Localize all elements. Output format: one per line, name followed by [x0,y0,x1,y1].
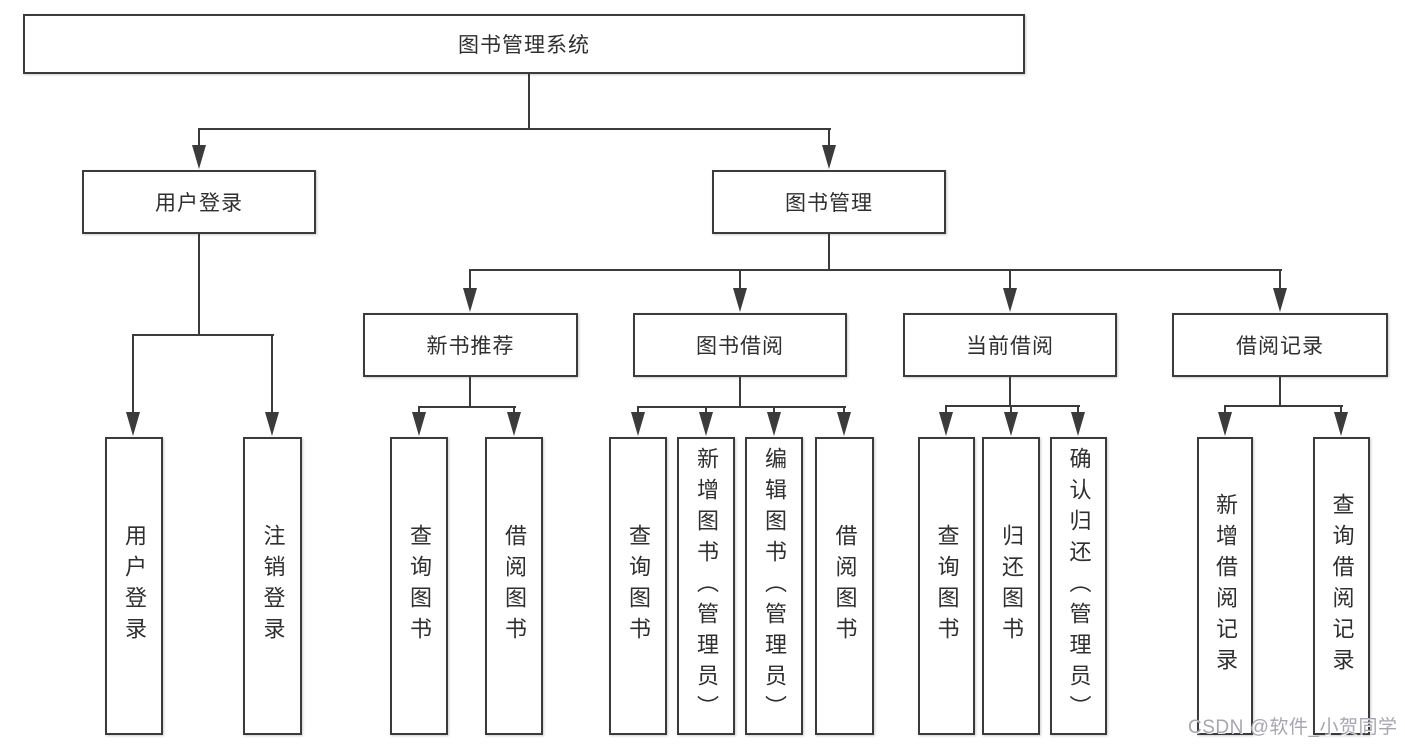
connector-line [132,334,274,336]
connector-line [1340,407,1342,413]
leaf-user-login: 用户登录 [105,437,163,735]
connector-line [843,408,845,414]
connector-line [945,405,1080,407]
connector-line [198,233,200,336]
arrowhead-down-icon [699,412,713,436]
connector-line [1077,407,1079,413]
leaf-borrow-books-recommend: 借阅图书 [485,437,543,735]
connector-line [705,408,707,414]
node-user-login: 用户登录 [82,170,316,234]
csdn-watermark: CSDN @软件_小贺同学 [1188,717,1398,738]
leaf-edit-book-admin: 编辑图书（管理员） [745,437,803,735]
connector-line [637,408,639,414]
arrowhead-down-icon [126,412,140,436]
leaf-query-books-current: 查询图书 [918,437,975,735]
connector-line [1010,407,1012,413]
connector-line [945,407,947,413]
connector-line [1224,405,1343,407]
connector-line [469,271,471,290]
leaf-query-books-recommend: 查询图书 [390,437,448,735]
connector-line [739,377,741,408]
node-library-management-system: 图书管理系统 [23,14,1025,74]
arrowhead-down-icon [1004,412,1018,436]
connector-line [469,269,1282,271]
leaf-query-books-borrowing: 查询图书 [609,437,667,735]
connector-line [637,406,846,408]
arrowhead-down-icon [1071,412,1085,436]
connector-line [418,406,516,408]
node-book-borrowing: 图书借阅 [633,313,847,377]
node-borrowing-records: 借阅记录 [1172,313,1388,377]
connector-line [828,233,830,271]
node-current-borrowing: 当前借阅 [903,313,1117,377]
leaf-logout-login: 注销登录 [243,437,302,735]
arrowhead-down-icon [1003,288,1017,312]
leaf-query-borrow-record: 查询借阅记录 [1313,437,1370,735]
connector-line [1279,271,1281,290]
leaf-borrow-books-borrowing: 借阅图书 [815,437,874,735]
node-new-book-recommend: 新书推荐 [363,313,578,377]
arrowhead-down-icon [1218,412,1232,436]
arrowhead-down-icon [192,145,206,169]
leaf-return-books: 归还图书 [982,437,1040,735]
connector-line [528,74,530,130]
leaf-add-borrow-record: 新增借阅记录 [1197,437,1253,735]
arrowhead-down-icon [265,412,279,436]
node-book-management: 图书管理 [712,170,946,234]
arrowhead-down-icon [1334,412,1348,436]
connector-line [198,128,831,130]
leaf-confirm-return-admin: 确认归还（管理员） [1050,437,1107,735]
arrowhead-down-icon [412,412,426,436]
connector-line [271,336,273,414]
connector-line [1009,271,1011,290]
arrowhead-down-icon [837,412,851,436]
connector-line [773,408,775,414]
arrowhead-down-icon [631,412,645,436]
connector-line [469,377,471,408]
connector-line [513,408,515,414]
arrowhead-down-icon [733,288,747,312]
arrowhead-down-icon [767,412,781,436]
connector-line [418,408,420,414]
arrowhead-down-icon [1273,288,1287,312]
arrowhead-down-icon [939,412,953,436]
connector-line [1224,407,1226,413]
connector-line [828,130,830,148]
arrowhead-down-icon [822,145,836,169]
arrowhead-down-icon [507,412,521,436]
connector-line [198,130,200,148]
connector-line [1279,377,1281,407]
connector-line [1009,377,1011,407]
arrowhead-down-icon [463,288,477,312]
leaf-add-book-admin: 新增图书（管理员） [677,437,735,735]
connector-line [739,271,741,290]
connector-line [132,336,134,414]
